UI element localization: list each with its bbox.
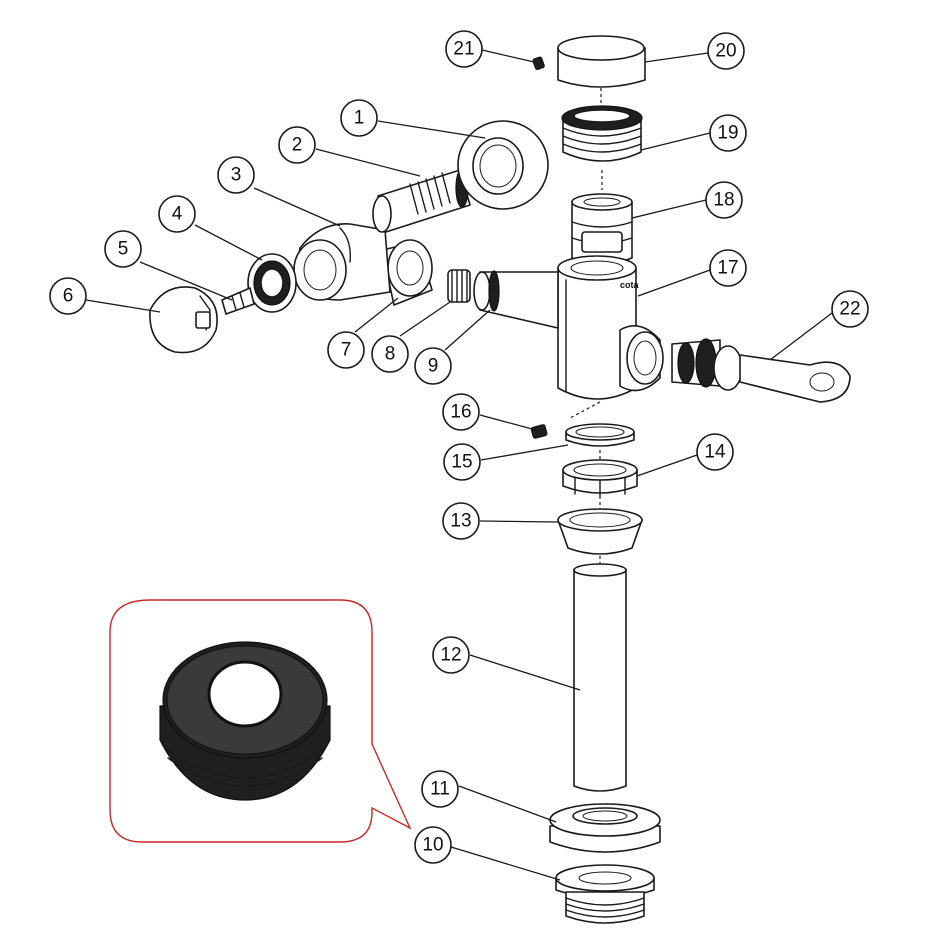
part-7-union-nut: [381, 239, 433, 306]
callout-14: 14: [696, 433, 734, 471]
part-13-cone-gasket: [557, 508, 643, 555]
svg-text:8: 8: [385, 344, 396, 365]
callout-18: 18: [705, 181, 743, 219]
part-22-handle: [671, 338, 851, 403]
svg-text:7: 7: [341, 340, 352, 361]
part-16-small-nut: [530, 424, 548, 439]
svg-text:5: 5: [118, 239, 129, 260]
part-17-valve-body: cota: [557, 255, 664, 400]
svg-text:21: 21: [453, 39, 474, 60]
svg-text:20: 20: [715, 41, 736, 62]
svg-text:16: 16: [450, 402, 471, 423]
svg-text:11: 11: [430, 779, 450, 800]
callout-4: 4: [158, 195, 196, 233]
rubber-gasket-image: [159, 641, 331, 801]
part-8-fitting: [447, 269, 471, 303]
callout-22: 22: [831, 290, 869, 328]
callout-17: 17: [709, 249, 747, 287]
callout-7: 7: [327, 331, 365, 369]
callout-9: 9: [414, 347, 452, 385]
callout-11: 11: [421, 770, 459, 808]
svg-text:4: 4: [172, 204, 183, 225]
svg-text:17: 17: [717, 258, 738, 279]
callout-21: 21: [445, 30, 483, 68]
part-19-threaded-ring: [561, 105, 643, 162]
svg-text:18: 18: [713, 190, 734, 211]
axis-line-body-bottom: [569, 401, 601, 419]
part-18-cartridge: [571, 193, 633, 265]
part-9-inlet-tube: [473, 270, 559, 329]
body-brand-mark: cota: [620, 280, 640, 290]
part-6-end-cap: [149, 286, 218, 354]
callout-6: 6: [49, 277, 87, 315]
part-11-spud-nut: [549, 803, 661, 853]
callout-5: 5: [104, 230, 142, 268]
svg-text:9: 9: [428, 356, 439, 377]
callout-16: 16: [442, 393, 480, 431]
part-20-cap: [557, 35, 646, 88]
svg-text:2: 2: [292, 135, 303, 156]
svg-text:10: 10: [422, 835, 443, 856]
callout-1: 1: [340, 99, 378, 137]
svg-text:6: 6: [63, 286, 74, 307]
svg-text:22: 22: [839, 299, 860, 320]
svg-text:13: 13: [450, 511, 471, 532]
svg-text:19: 19: [717, 123, 738, 144]
part-1-flange: [457, 120, 549, 210]
callout-12: 12: [432, 636, 470, 674]
callout-15: 15: [443, 443, 481, 481]
part-12-flush-tube: [573, 563, 627, 792]
part-3-elbow: [293, 223, 391, 301]
svg-text:14: 14: [704, 442, 726, 463]
svg-text:3: 3: [231, 165, 242, 186]
callout-13: 13: [442, 502, 480, 540]
part-14-hex-nut: [562, 459, 638, 499]
callout-20: 20: [707, 32, 745, 70]
callout-10: 10: [414, 826, 452, 864]
part-5-stem: [221, 287, 255, 315]
part-2-nipple: [372, 168, 471, 233]
part-21-set-screw: [532, 56, 545, 71]
svg-text:12: 12: [440, 645, 461, 666]
leader-lines: [85, 49, 837, 881]
svg-text:1: 1: [354, 108, 365, 129]
part-4-coupling: [247, 253, 297, 313]
callout-2: 2: [278, 126, 316, 164]
callout-8: 8: [371, 335, 409, 373]
part-15-washer: [565, 423, 635, 447]
svg-text:15: 15: [451, 452, 472, 473]
callout-3: 3: [217, 156, 255, 194]
callout-19: 19: [709, 114, 747, 152]
part-10-spud: [555, 864, 655, 924]
